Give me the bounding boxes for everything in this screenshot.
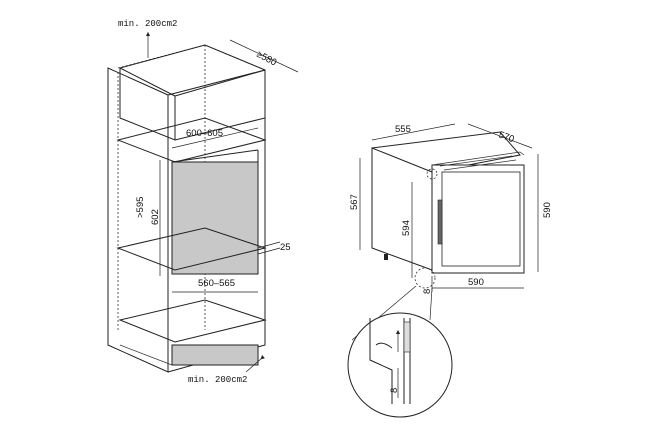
- door-height-label-right: 594: [401, 220, 412, 236]
- door-height-label: 602: [150, 209, 161, 225]
- body-height-label: 567: [349, 194, 360, 210]
- small-gap-label: 8: [422, 289, 433, 294]
- detail-callout: [347, 285, 453, 418]
- vent-top-label: min. 200cm2: [118, 19, 177, 29]
- depth-label-right: 570: [497, 129, 516, 145]
- niche-height-label: >595: [135, 197, 146, 218]
- gap-label: 25: [280, 242, 291, 253]
- cabinet-drawing: [107, 44, 267, 373]
- inner-width-label: 560–565: [198, 278, 235, 289]
- vent-bottom-label: min. 200cm2: [188, 375, 247, 385]
- detail-gap-label: 8: [389, 388, 400, 393]
- width-label: 555: [395, 124, 411, 135]
- door-width-label: 590: [468, 277, 484, 288]
- cabinet-dimensions: [145, 31, 299, 373]
- appliance-dimensions: [359, 123, 539, 292]
- appliance-drawing: [371, 131, 525, 289]
- total-height-label: 590: [542, 202, 553, 218]
- niche-width-label: 600–605: [186, 128, 223, 139]
- depth-label: ≥580: [255, 49, 279, 69]
